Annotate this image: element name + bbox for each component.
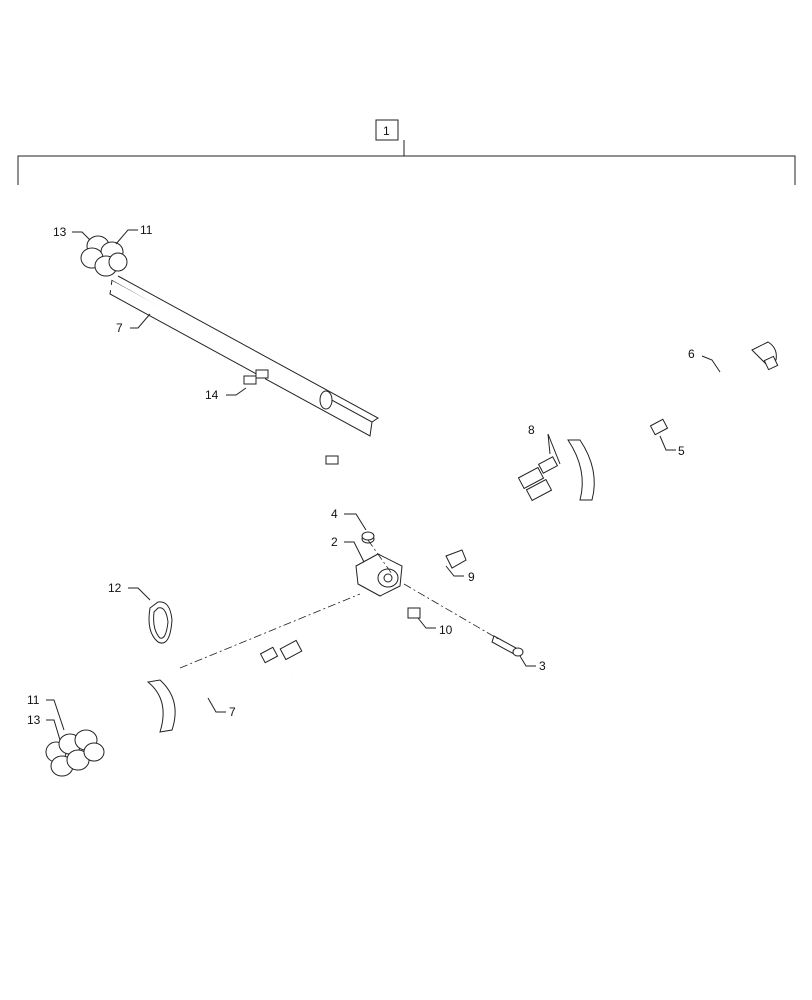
callout-13-bottom: 13 (27, 713, 41, 727)
detail-coupler-cluster (80, 235, 128, 277)
bolt-3 (491, 635, 524, 657)
callout-13-top: 13 (53, 225, 67, 239)
assembly-label-box (375, 119, 399, 141)
callout-2: 2 (331, 535, 338, 549)
detail-view (80, 235, 379, 465)
detail-hoses (92, 255, 332, 401)
callout-10: 10 (439, 623, 453, 637)
callout-11-bottom: 11 (27, 693, 40, 707)
callout-9: 9 (468, 570, 475, 584)
callout-labels: 13 11 7 14 6 8 5 4 2 9 12 10 3 11 13 7 (27, 223, 695, 727)
callout-14: 14 (205, 388, 219, 402)
mounting-bracket (355, 553, 403, 597)
nut-4 (361, 531, 375, 544)
break-band-right (567, 439, 595, 501)
leader-lines (46, 229, 721, 741)
hose-5-fitting (649, 418, 669, 436)
assembly-bracket: 1 (17, 119, 796, 185)
callout-7-bottom: 7 (229, 705, 236, 719)
bottom-coupler-cluster (45, 729, 105, 777)
callout-7-top: 7 (116, 321, 123, 335)
hose-9 (268, 549, 467, 663)
callout-8: 8 (528, 423, 535, 437)
break-band-left (146, 679, 176, 733)
seal-ring-12 (148, 601, 173, 644)
detail-u-bend (243, 369, 347, 465)
assembly-label: 1 (383, 124, 390, 138)
center-line (367, 539, 501, 641)
rail-clamp (319, 390, 333, 410)
callout-11-top: 11 (140, 223, 153, 237)
center-line-left (179, 593, 361, 669)
lower-loop-hoses (259, 639, 303, 680)
callout-12: 12 (108, 581, 122, 595)
hose-10 (382, 577, 421, 619)
callout-6: 6 (688, 347, 695, 361)
callout-5: 5 (678, 444, 685, 458)
callout-4: 4 (331, 507, 338, 521)
fittings-8 (517, 456, 559, 502)
hose-6-fitting (751, 341, 779, 371)
callout-3: 3 (539, 659, 546, 673)
